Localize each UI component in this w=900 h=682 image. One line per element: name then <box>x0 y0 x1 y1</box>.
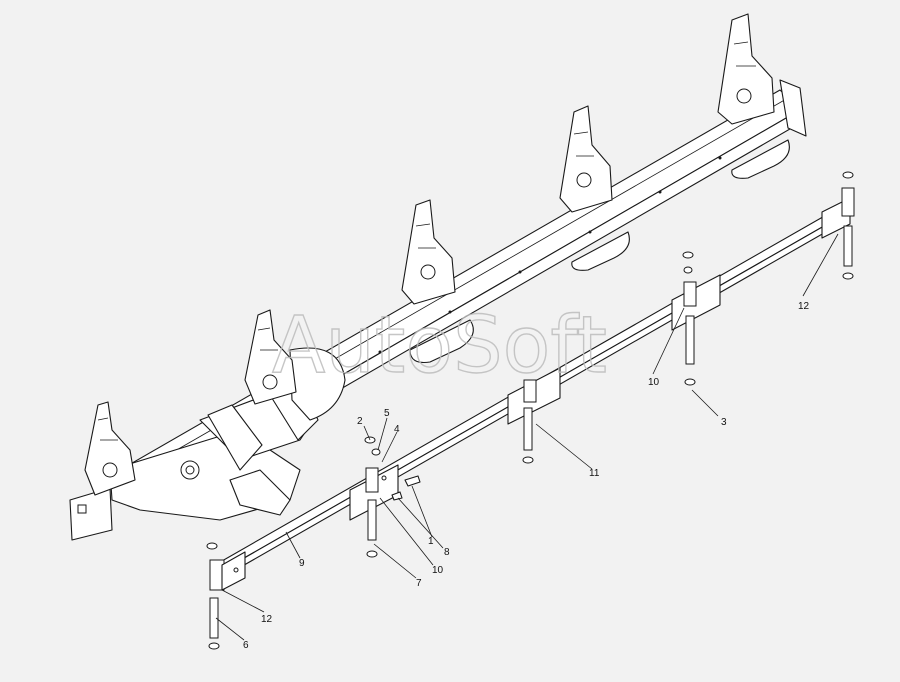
watermark-text: AutoSoft <box>272 301 607 391</box>
callout-3: 3 <box>721 417 727 428</box>
callout-11: 11 <box>589 468 600 479</box>
callout-4: 4 <box>394 424 400 435</box>
callout-12-left: 12 <box>261 614 273 625</box>
callout-10-right: 10 <box>648 377 660 388</box>
leader-lines <box>215 233 839 641</box>
callout-8: 8 <box>444 547 450 558</box>
callout-12-right: 12 <box>798 301 810 312</box>
shank-bracket-5 <box>717 13 775 125</box>
joint-11 <box>507 367 561 464</box>
callout-labels: 1 2 3 4 5 6 7 8 9 10 10 11 12 12 <box>243 301 810 651</box>
end-link-left <box>206 542 246 650</box>
callout-6: 6 <box>243 640 249 651</box>
callout-9: 9 <box>299 558 305 569</box>
callout-10-middle: 10 <box>432 565 444 576</box>
end-link-right <box>821 171 855 280</box>
shank-bracket-3 <box>401 199 456 305</box>
shank-bracket-4 <box>559 105 613 213</box>
callout-7: 7 <box>416 578 422 589</box>
callout-2: 2 <box>357 416 363 427</box>
callout-1: 1 <box>428 536 434 547</box>
hitch-assembly <box>69 347 346 541</box>
shank-bracket-2 <box>244 309 297 405</box>
middle-joint <box>349 436 421 558</box>
shank-bracket-1 <box>84 401 136 496</box>
callout-5: 5 <box>384 408 390 419</box>
joint-3 <box>671 251 721 386</box>
